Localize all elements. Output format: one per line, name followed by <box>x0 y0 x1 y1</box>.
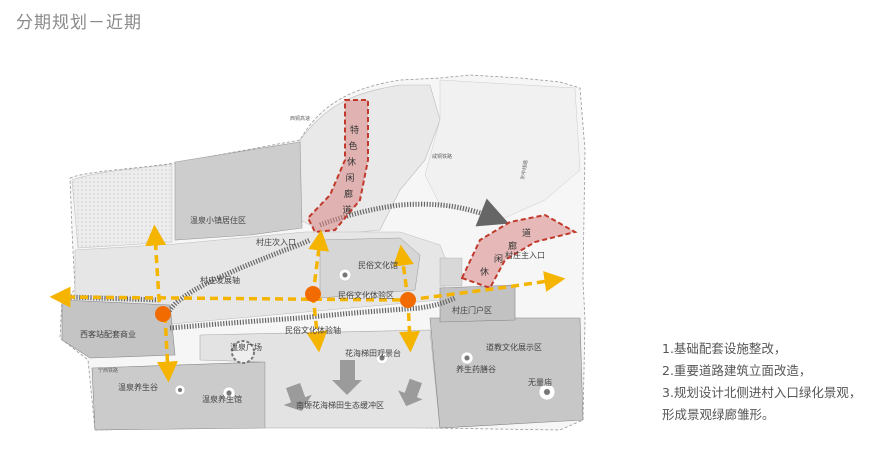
label-hotspring-plaza: 温泉广场 <box>230 342 262 352</box>
label-village-gate-zone: 村庄门户区 <box>452 305 492 315</box>
north-leisure-axis-wave <box>319 198 509 228</box>
corridor-char: 廊 <box>344 188 353 200</box>
label-village-dev-axis: 村庄发展轴 <box>200 275 240 285</box>
corridor-char: 道 <box>522 227 531 239</box>
label-wuliang-temple: 无量庙 <box>528 377 552 387</box>
note-line: 1.基础配套设施整改， <box>662 341 787 356</box>
label-spa-hotel: 温泉养生馆 <box>202 394 242 404</box>
label-folk-experience-zone: 民俗文化体验区 <box>338 290 394 300</box>
label-north-road: 西铜高速 <box>290 115 310 122</box>
label-xike-station: 西客站配套商业 <box>80 329 136 339</box>
label-taoist-culture: 道教文化展示区 <box>486 342 542 352</box>
page-title: 分期规划－近期 <box>16 13 142 33</box>
corridor-char: 道 <box>343 204 352 216</box>
note-line: 形成景观绿廊雏形。 <box>662 407 775 422</box>
west-axis-wave <box>67 294 161 303</box>
zone-xike-station <box>61 299 176 359</box>
node-west <box>155 306 171 322</box>
plan-notes: 1.基础配套设施整改， 2.重要道路建筑立面改造， 3.规划设计北侧进村入口绿化… <box>662 338 887 426</box>
zone-town-residential <box>174 141 303 241</box>
corridor-char: 特 <box>350 124 359 136</box>
corridor-char: 闲 <box>346 173 355 184</box>
special-corridor-diagonal <box>460 213 578 290</box>
label-village-sub-entrance: 村庄次入口 <box>256 237 296 247</box>
corridor-char: 休 <box>347 156 356 168</box>
label-town-residential: 温泉小镇居住区 <box>190 215 246 225</box>
label-flower-sea-platform: 花海梯田观景台 <box>345 348 401 358</box>
label-railway-2: 宁西铁路 <box>98 367 118 374</box>
folk-experience-axis-wave <box>169 295 457 331</box>
zone-taoist-culture <box>429 317 584 429</box>
note-line: 2.重要道路建筑立面改造， <box>662 363 812 378</box>
corridor-char: 闲 <box>494 254 503 265</box>
buffer-flow-arrows <box>283 360 423 412</box>
note-line: 3.规划设计北侧进村入口绿化景观， <box>662 385 862 400</box>
label-railway-1: 咸铜铁路 <box>432 153 452 160</box>
hotspring-plaza-icon <box>231 340 255 364</box>
corridor-char: 休 <box>480 266 489 278</box>
zone-west-villas <box>71 163 173 249</box>
label-folk-experience-axis: 民俗文化体验轴 <box>285 325 341 335</box>
label-ecological-buffer: 南塬花海梯田生态缓冲区 <box>296 400 384 410</box>
node-east <box>400 292 416 308</box>
building-blocks <box>174 257 556 401</box>
label-village-main-entrance: 村庄主入口 <box>505 250 545 260</box>
corridor-char: 色 <box>349 140 358 152</box>
node-central <box>305 286 321 302</box>
label-east-road: 东中线路 <box>519 159 529 180</box>
village-dev-axis-wave <box>162 237 312 320</box>
label-wellness-valley: 温泉养生谷 <box>118 382 158 392</box>
label-folk-culture-hall: 民俗文化馆 <box>358 260 398 270</box>
corridor-char: 廊 <box>508 240 517 252</box>
label-health-valley: 养生药膳谷 <box>456 364 496 374</box>
